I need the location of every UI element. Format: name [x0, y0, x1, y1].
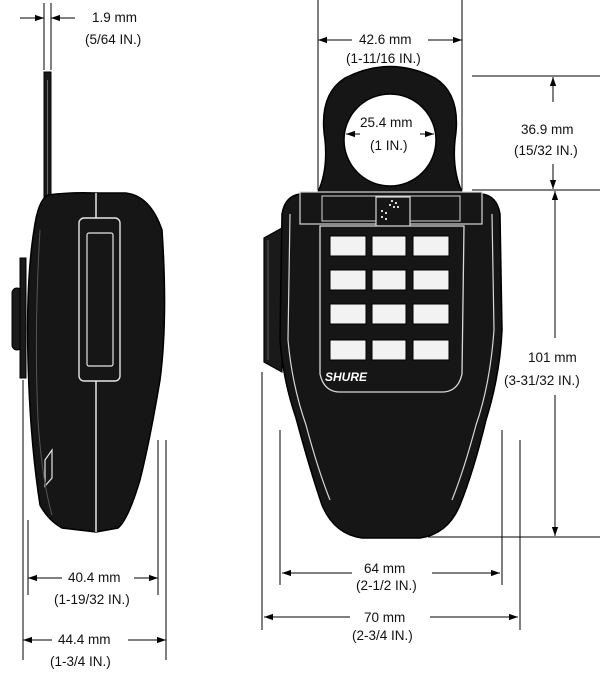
keypad-key — [329, 339, 367, 361]
front-view-dimensions: 42.6 mm (1-11/16 IN.) 25.4 mm (1 IN.) 36… — [261, 0, 600, 643]
keypad-key — [412, 303, 450, 325]
clip-thickness-metric: 1.9 mm — [92, 10, 137, 25]
keypad-key — [371, 339, 407, 361]
keypad-key — [329, 235, 367, 257]
keypad-key — [412, 269, 450, 291]
loop-height-metric: 36.9 mm — [521, 122, 574, 137]
depth-inner-metric: 40.4 mm — [68, 570, 121, 585]
depth-inner-imperial: (1-19/32 IN.) — [54, 592, 130, 607]
side-view-dimensions: 1.9 mm (5/64 IN.) 40.4 mm (1-19/32 IN.) … — [20, 3, 167, 669]
body-width-imperial: (2-1/2 IN.) — [356, 578, 417, 593]
clip-thickness-imperial: (5/64 IN.) — [85, 32, 141, 47]
keypad-key — [371, 269, 407, 291]
overall-width-metric: 70 mm — [364, 610, 405, 625]
loop-width-metric: 42.6 mm — [359, 32, 412, 47]
body-height-metric: 101 mm — [528, 350, 577, 365]
loop-hole-imperial: (1 IN.) — [370, 138, 408, 153]
loop-hole-metric: 25.4 mm — [360, 115, 413, 130]
keypad — [329, 235, 450, 361]
front-view: SHURE — [263, 65, 503, 539]
body-height-imperial: (3-31/32 IN.) — [504, 373, 580, 388]
body-width-metric: 64 mm — [364, 561, 405, 576]
keypad-key — [412, 235, 450, 257]
keypad-key — [371, 303, 407, 325]
depth-outer-imperial: (1-3/4 IN.) — [50, 654, 111, 669]
side-key — [263, 226, 283, 374]
keypad-key — [329, 269, 367, 291]
brand-logo: SHURE — [325, 370, 368, 384]
keypad-key — [412, 339, 450, 361]
loop-width-imperial: (1-11/16 IN.) — [346, 51, 421, 66]
loop-height-imperial: (15/32 IN.) — [514, 143, 578, 158]
overall-width-imperial: (2-3/4 IN.) — [352, 628, 413, 643]
side-view — [11, 71, 166, 533]
keypad-key — [329, 303, 367, 325]
keypad-key — [371, 235, 407, 257]
depth-outer-metric: 44.4 mm — [58, 632, 111, 647]
led-dots — [381, 200, 399, 220]
loop-hole — [343, 93, 437, 187]
